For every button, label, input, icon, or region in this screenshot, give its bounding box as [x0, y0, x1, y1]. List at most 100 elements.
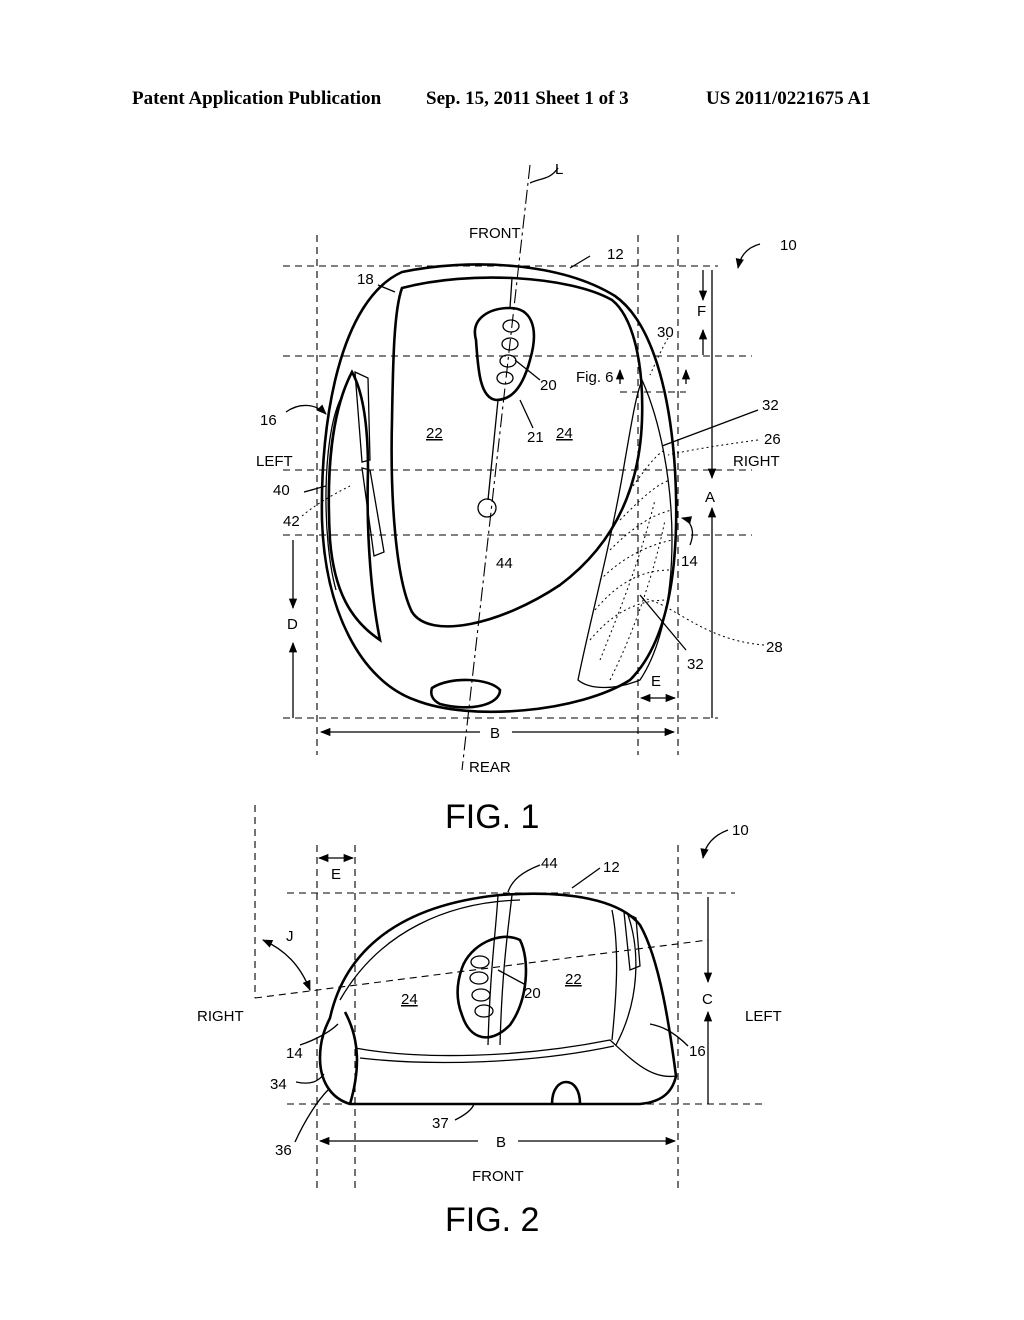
fig2-ref-36: 36 [275, 1142, 292, 1159]
fig1-left-grip-inner [325, 399, 341, 591]
fig2-body-seam [354, 1039, 677, 1078]
fig1-ref-20: 20 [540, 377, 557, 394]
fig1-ref-42: 42 [283, 513, 300, 530]
fig2-leader-36 [294, 1089, 329, 1143]
fig1-leader-10 [735, 243, 761, 270]
fig1-leader-42 [301, 485, 351, 517]
fig2-angle-J-label: J [286, 928, 294, 945]
fig2-leader-44 [507, 864, 541, 893]
fig1-fig6-label: Fig. 6 [576, 369, 614, 386]
fig1-ref-16: 16 [260, 412, 277, 429]
fig1-leader-28 [639, 597, 765, 646]
fig2-center-seam-2 [499, 894, 513, 1046]
fig2-label-front: FRONT [472, 1168, 524, 1185]
fig1-label-L: L [555, 161, 563, 178]
fig2-leader-37 [454, 1103, 475, 1121]
fig1-button-1 [502, 319, 520, 333]
fig1-leader-20 [514, 359, 541, 381]
fig2-leader-20 [497, 969, 525, 985]
fig2-tilt-line [254, 939, 709, 999]
patent-number: US 2011/0221675 A1 [706, 88, 871, 109]
fig1-ref-10: 10 [780, 237, 797, 254]
fig1-ref-12: 12 [607, 246, 624, 263]
fig2-button-1 [470, 955, 490, 969]
fig1-label-front: FRONT [469, 225, 521, 242]
fig2-ref-20: 20 [524, 985, 541, 1002]
fig2-leader-10 [700, 829, 729, 860]
figure-1: L FRONT REAR LEFT RIGHT 10 12 18 16 20 2… [256, 161, 797, 836]
fig1-left-grip [327, 369, 382, 643]
date-sheet-label: Sep. 15, 2011 Sheet 1 of 3 [426, 88, 629, 109]
fig2-ref-14: 14 [286, 1045, 303, 1062]
fig2-ref-22: 22 [565, 971, 582, 988]
fig2-dim-E-label: E [331, 866, 341, 883]
fig2-leader-14 [299, 1023, 339, 1046]
fig2-leader-12 [571, 867, 601, 889]
fig1-ref-32a: 32 [762, 397, 779, 414]
fig2-button-4 [474, 1004, 494, 1018]
fig1-dim-E-label: E [651, 673, 661, 690]
fig2-center-seam [487, 894, 499, 1046]
fig1-leader-40 [303, 485, 327, 493]
fig2-left-panel-edge [611, 909, 618, 1041]
fig1-label-rear: REAR [469, 759, 511, 776]
fig1-leader-16 [285, 404, 327, 415]
figure-2: 10 12 44 20 22 24 14 16 34 36 37 RIGHT L… [197, 805, 782, 1239]
fig1-ref-40: 40 [273, 482, 290, 499]
fig1-center-seam-top [509, 277, 513, 309]
fig1-leader-18 [377, 284, 396, 293]
fig1-ref-14: 14 [681, 553, 698, 570]
fig2-dim-C-label: C [702, 991, 713, 1008]
fig1-leader-14 [680, 516, 694, 546]
fig1-right-grip [577, 378, 673, 689]
fig1-center-seam [487, 399, 499, 501]
fig2-dim-B-label: B [496, 1134, 506, 1151]
fig1-dim-B-label: B [490, 725, 500, 742]
fig2-angle-J [262, 939, 311, 991]
fig1-leader-21 [519, 399, 534, 429]
fig2-leader-34 [295, 1073, 325, 1084]
fig1-button-2 [501, 337, 519, 351]
fig1-scroll-housing [473, 306, 536, 402]
fig1-leader-30 [649, 337, 669, 376]
fig1-leader-32a [661, 409, 759, 447]
fig1-ref-24: 24 [556, 425, 573, 442]
fig2-ref-44: 44 [541, 855, 558, 872]
fig2-button-2 [469, 971, 489, 985]
fig2-bottom-nub [550, 1080, 582, 1105]
fig2-left-grip [615, 914, 637, 1046]
fig2-ref-12: 12 [603, 859, 620, 876]
fig2-button-3 [471, 988, 491, 1002]
fig1-ref-28: 28 [766, 639, 783, 656]
fig2-top-contour [339, 899, 521, 1001]
fig1-ref-21: 21 [527, 429, 544, 446]
fig1-dim-A-label: A [705, 489, 715, 506]
fig1-ref-32b: 32 [687, 656, 704, 673]
fig2-ref-37: 37 [432, 1115, 449, 1132]
fig1-dim-F-label: F [697, 303, 706, 320]
fig2-leader-16 [649, 1023, 689, 1047]
fig2-caption: FIG. 2 [445, 1201, 539, 1239]
fig1-button-4 [496, 371, 514, 385]
fig1-ref-44: 44 [496, 555, 513, 572]
fig1-ref-22: 22 [426, 425, 443, 442]
fig2-ref-24: 24 [401, 991, 418, 1008]
page-header: Patent Application Publication Sep. 15, … [0, 88, 1024, 118]
fig2-ref-34: 34 [270, 1076, 287, 1093]
fig1-button-panel [390, 276, 644, 628]
fig1-side-button-lower [361, 467, 385, 557]
fig2-right-side-curve [343, 1011, 359, 1105]
fig2-label-right: RIGHT [197, 1008, 244, 1025]
publication-label: Patent Application Publication [132, 88, 382, 109]
fig1-leader-26 [667, 439, 759, 456]
fig1-grip-texture [589, 449, 673, 681]
fig1-label-left: LEFT [256, 453, 293, 470]
fig1-ref-26: 26 [764, 431, 781, 448]
fig1-side-button-upper [354, 370, 371, 463]
fig2-mouse-body [318, 892, 678, 1106]
fig2-scroll-housing [456, 935, 528, 1039]
fig2-side-button [623, 910, 641, 971]
fig1-caption: FIG. 1 [445, 798, 539, 836]
fig1-leader-32b [639, 594, 687, 651]
